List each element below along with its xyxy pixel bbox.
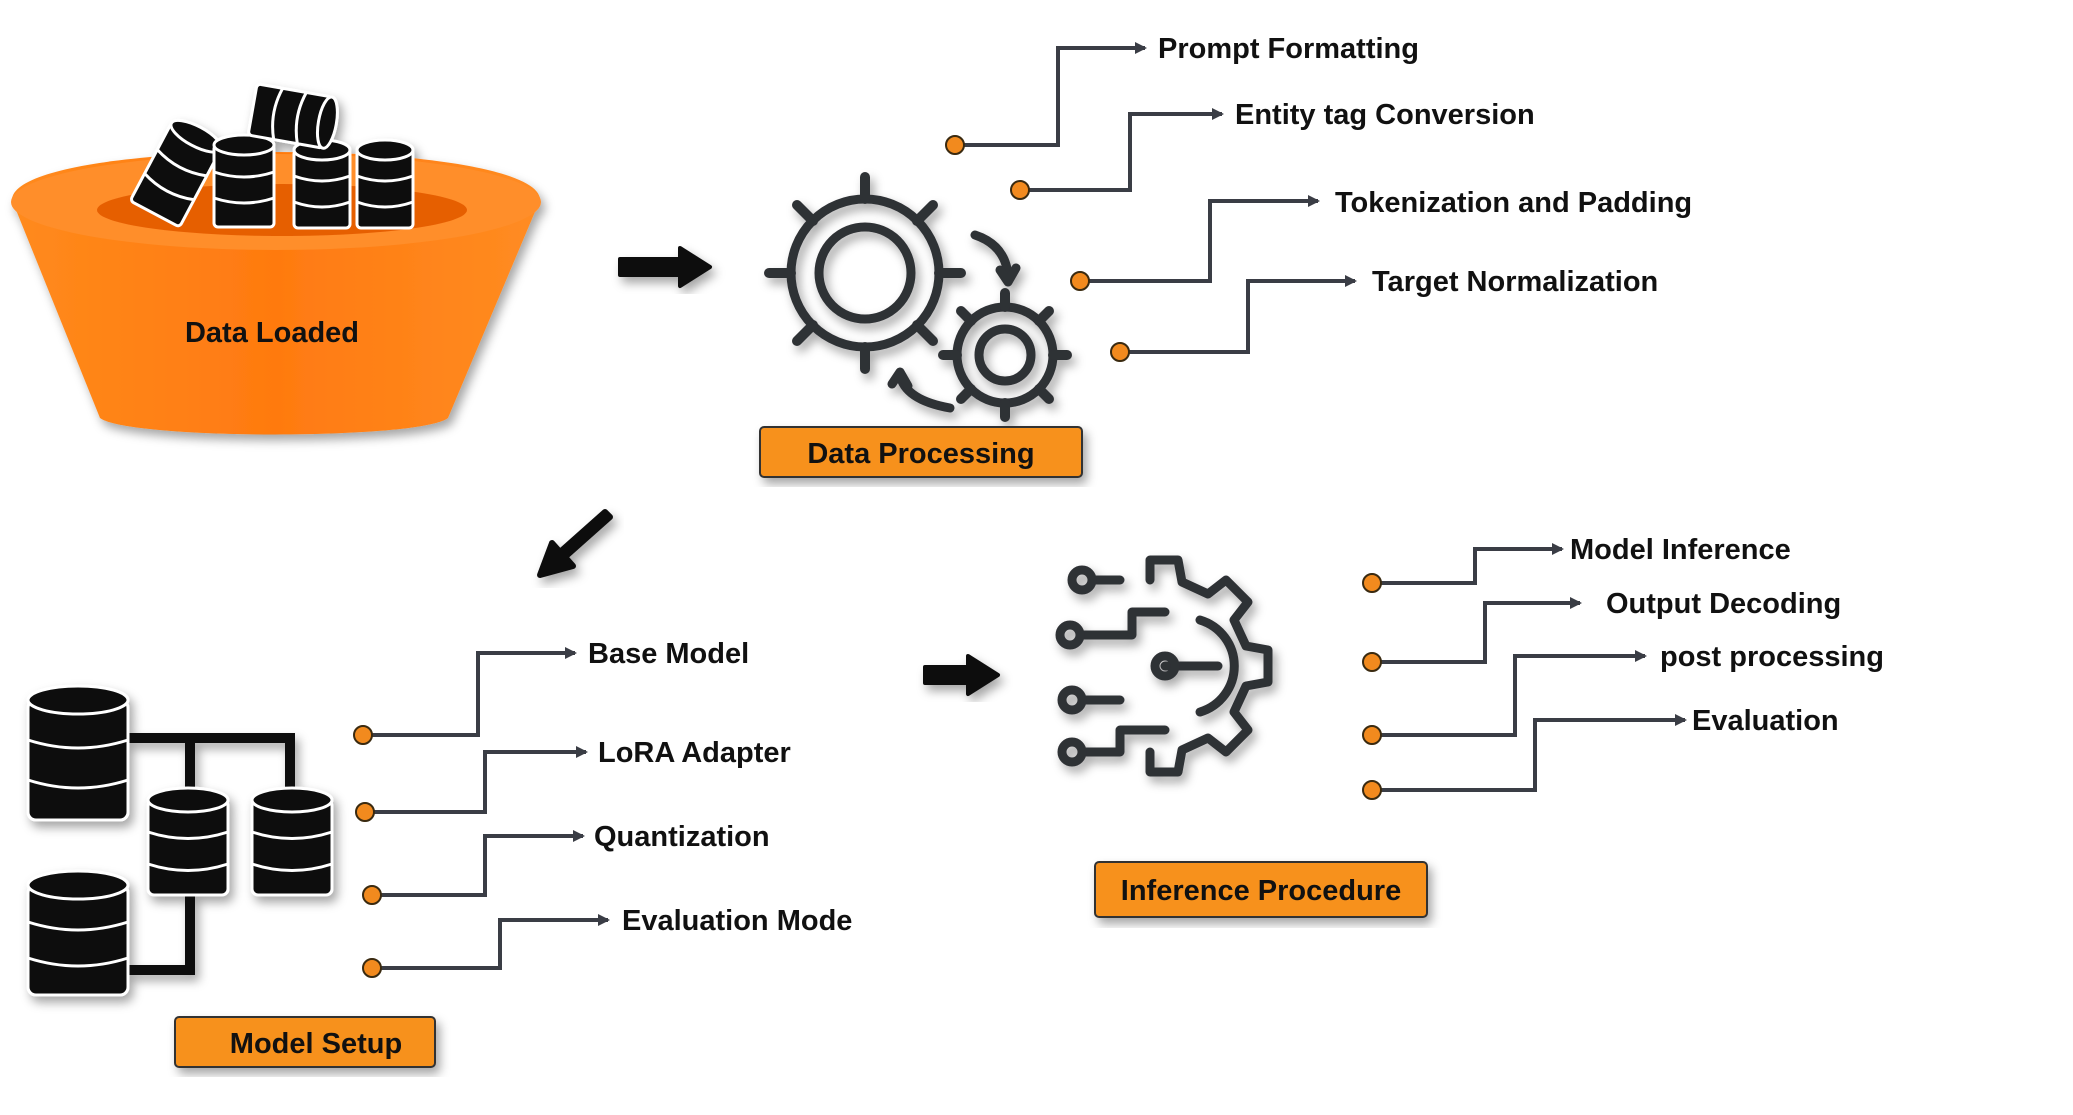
step-label: Tokenization and Padding xyxy=(1335,187,1692,219)
inference-steps: Model Inference Output Decoding post pro… xyxy=(1362,534,1884,800)
step-model-inference: Model Inference xyxy=(1362,534,1791,593)
step-label: Quantization xyxy=(594,821,770,853)
step-base-model: Base Model xyxy=(353,638,749,745)
step-evaluation-mode: Evaluation Mode xyxy=(362,905,852,978)
step-target-normalization: Target Normalization xyxy=(1110,266,1658,362)
step-label: Model Inference xyxy=(1570,534,1791,566)
step-entity-tag-conversion: Entity tag Conversion xyxy=(1010,99,1535,200)
arrow-down-left-icon xyxy=(537,509,613,578)
data-processing-stage: Data Processing Prompt Formatting Entity… xyxy=(759,33,1692,478)
step-tokenization-and-padding: Tokenization and Padding xyxy=(1070,187,1692,291)
arrow-right-icon xyxy=(923,654,1000,696)
step-post-processing: post processing xyxy=(1362,641,1884,745)
step-lora-adapter: LoRA Adapter xyxy=(355,737,791,822)
model-setup-steps: Base Model LoRA Adapter Quantization Eva… xyxy=(353,638,852,978)
step-label: Prompt Formatting xyxy=(1158,33,1419,65)
data-loaded-stage: Data Loaded xyxy=(11,82,541,435)
step-evaluation: Evaluation xyxy=(1362,705,1839,800)
step-label: Target Normalization xyxy=(1372,266,1658,298)
step-prompt-formatting: Prompt Formatting xyxy=(945,33,1419,155)
data-loaded-label: Data Loaded xyxy=(185,317,359,349)
database-network-icon xyxy=(26,684,334,997)
ai-gear-circuit-icon xyxy=(1055,555,1273,777)
funnel-with-database-cylinders-icon xyxy=(11,82,541,435)
inference-procedure-stage: Inference Procedure Model Inference Outp… xyxy=(1055,534,1884,918)
step-label: Base Model xyxy=(588,638,749,670)
step-label: LoRA Adapter xyxy=(598,737,791,769)
model-setup-label: Model Setup xyxy=(230,1028,402,1060)
gears-icon xyxy=(764,172,1072,422)
step-label: Output Decoding xyxy=(1606,588,1841,620)
step-label: post processing xyxy=(1660,641,1884,673)
step-label: Evaluation xyxy=(1692,705,1839,737)
data-processing-label: Data Processing xyxy=(807,438,1034,470)
step-label: Evaluation Mode xyxy=(622,905,852,937)
step-output-decoding: Output Decoding xyxy=(1362,588,1841,672)
step-quantization: Quantization xyxy=(362,821,770,905)
inference-procedure-label: Inference Procedure xyxy=(1121,875,1401,907)
step-label: Entity tag Conversion xyxy=(1235,99,1535,131)
arrow-right-icon xyxy=(618,246,712,288)
model-setup-stage: Model Setup Base Model LoRA Adapter Quan… xyxy=(26,638,852,1068)
data-processing-steps: Prompt Formatting Entity tag Conversion … xyxy=(945,33,1692,362)
